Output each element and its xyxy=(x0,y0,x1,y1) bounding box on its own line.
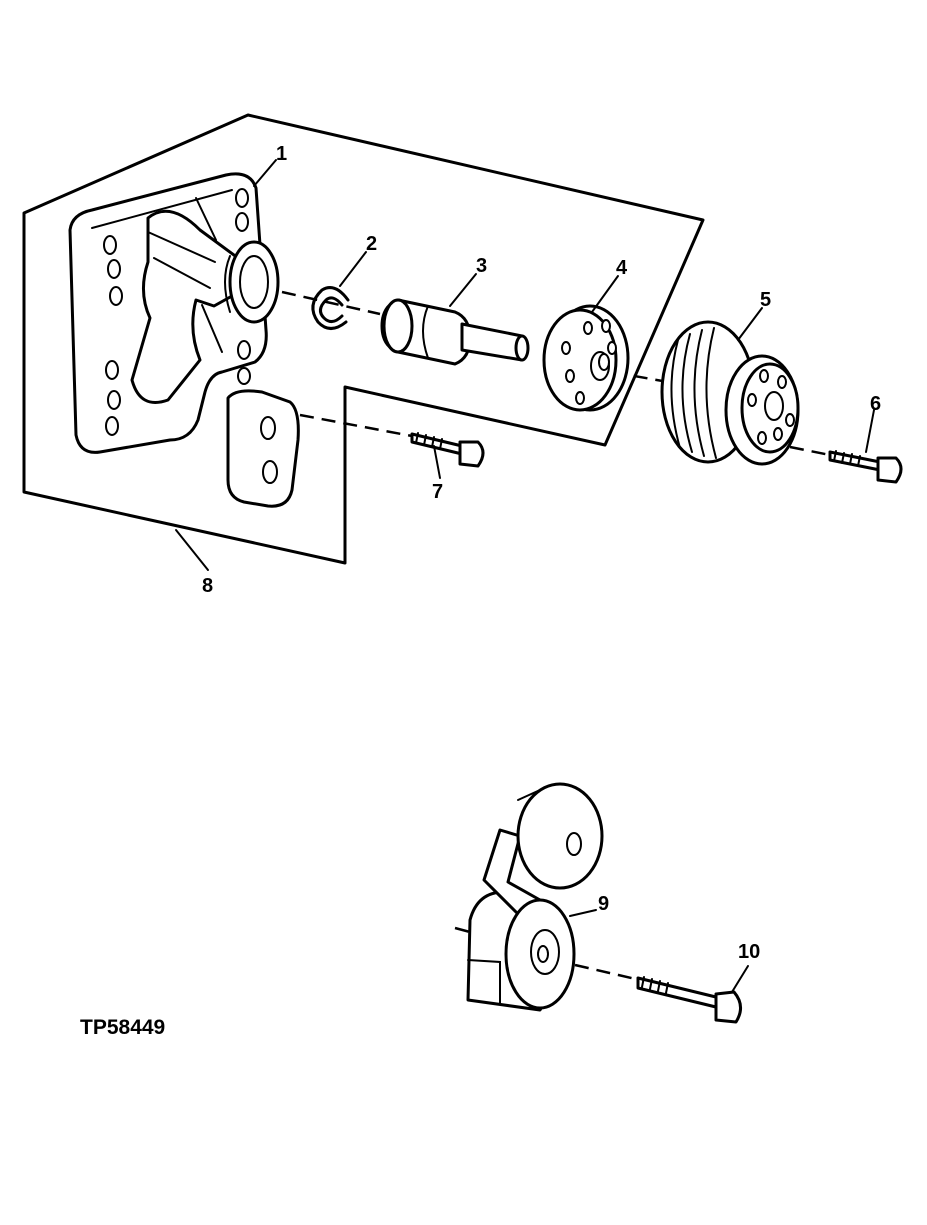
assembly-group-outline xyxy=(22,113,705,565)
leader-lines xyxy=(175,159,875,993)
bracket-bolt xyxy=(410,432,485,468)
centerline-tensioner-bolt xyxy=(574,963,641,982)
centerline-shaft xyxy=(281,290,381,316)
callout-10: 10 xyxy=(738,941,760,963)
callout-2: 2 xyxy=(366,233,377,255)
callout-5: 5 xyxy=(760,289,771,311)
callout-8: 8 xyxy=(202,575,213,597)
mounting-bracket xyxy=(68,172,300,508)
callout-9: 9 xyxy=(598,893,609,915)
hub-flange xyxy=(542,304,630,412)
figure-id: TP58449 xyxy=(80,1016,165,1039)
belt-tensioner xyxy=(466,782,604,1012)
shaft xyxy=(380,298,530,366)
tensioner-bolt xyxy=(636,976,742,1024)
callout-6: 6 xyxy=(870,393,881,415)
pulley xyxy=(660,320,800,466)
centerline-pulley-bolt xyxy=(789,445,831,457)
callout-1: 1 xyxy=(276,143,287,165)
centerline-tensioner-back xyxy=(454,926,471,934)
pulley-bolt xyxy=(828,450,903,484)
centerline-bracket-bolt xyxy=(299,413,413,438)
snap-ring xyxy=(311,286,350,330)
callout-7: 7 xyxy=(432,481,443,503)
callout-4: 4 xyxy=(616,257,628,279)
callout-3: 3 xyxy=(476,255,487,277)
